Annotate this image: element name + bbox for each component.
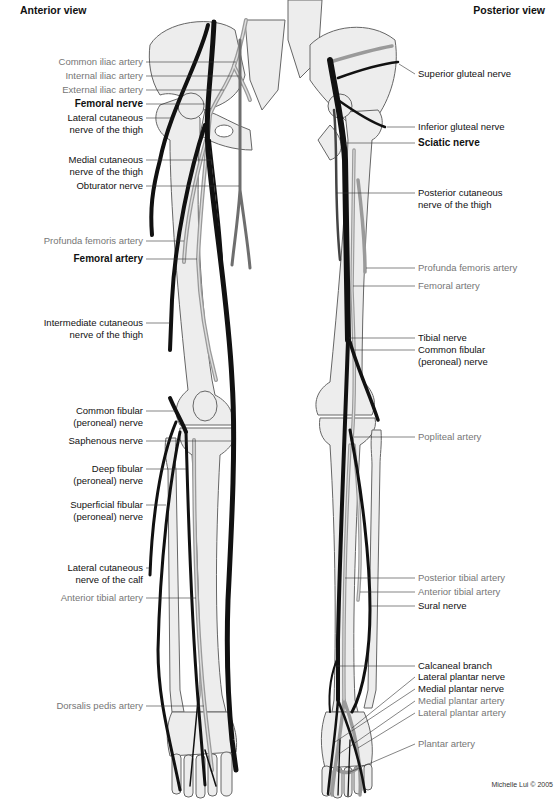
nerve-label: Medial plantar nerve: [418, 683, 504, 695]
nerve-label: Tibial nerve: [418, 332, 467, 344]
nerve-label: Inferior gluteal nerve: [418, 121, 505, 133]
artery-label: Plantar artery: [418, 738, 475, 750]
anterior-bones: [149, 20, 285, 798]
artery-label: Profunda femoris artery: [418, 262, 517, 274]
nerve-label: Femoral artery: [74, 253, 143, 265]
nerve-label: Calcaneal branch: [418, 660, 492, 672]
nerve-label: Medial cutaneous nerve of the thigh: [51, 154, 143, 177]
leader-lines: [146, 62, 239, 706]
nerve-label: Lateral plantar nerve: [418, 671, 505, 683]
artery-label: Popliteal artery: [418, 431, 481, 443]
artery-label: Profunda femoris artery: [44, 235, 143, 247]
posterior-bones: [288, 0, 396, 798]
credit-line: Michelle Lui © 2005: [491, 780, 553, 789]
nerve-label: Posterior cutaneous nerve of the thigh: [418, 187, 518, 210]
artery-label: External iliac artery: [62, 84, 143, 96]
nerve-label: Obturator nerve: [76, 180, 143, 192]
posterior-nerves: [328, 60, 398, 796]
nerve-label: Sural nerve: [418, 600, 467, 612]
artery-label: Internal iliac artery: [65, 70, 143, 82]
artery-label: Medial plantar artery: [418, 695, 505, 707]
posterior-arteries: [330, 46, 392, 795]
artery-label: Posterior tibial artery: [418, 572, 505, 584]
nerve-label: Lateral cutaneous nerve of the thigh: [51, 112, 143, 135]
view-heading: Posterior view: [473, 4, 545, 17]
nerve-label: Saphenous nerve: [69, 435, 143, 447]
artery-label: Anterior tibial artery: [418, 586, 500, 598]
nerve-label: Deep fibular (peroneal) nerve: [48, 463, 143, 486]
view-heading: Anterior view: [20, 4, 87, 17]
leader-lines: [335, 64, 415, 772]
nerve-label: Femoral nerve: [75, 98, 143, 110]
nerve-label: Lateral cutaneous nerve of the calf: [51, 562, 143, 585]
nerve-label: Superior gluteal nerve: [418, 68, 511, 80]
nerve-label: Superficial fibular (peroneal) nerve: [48, 499, 143, 522]
artery-label: Dorsalis pedis artery: [56, 700, 143, 712]
nerve-label: Intermediate cutaneous nerve of the thig…: [23, 317, 143, 340]
artery-label: Anterior tibial artery: [61, 592, 143, 604]
artery-label: Femoral artery: [418, 280, 480, 292]
nerve-label: Common fibular (peroneal) nerve: [418, 344, 513, 367]
nerve-label: Common fibular (peroneal) nerve: [48, 405, 143, 428]
artery-label: Common iliac artery: [59, 56, 143, 68]
artery-label: Lateral plantar artery: [418, 707, 506, 719]
nerve-label: Sciatic nerve: [418, 137, 480, 149]
anterior-nerves: [150, 22, 250, 790]
